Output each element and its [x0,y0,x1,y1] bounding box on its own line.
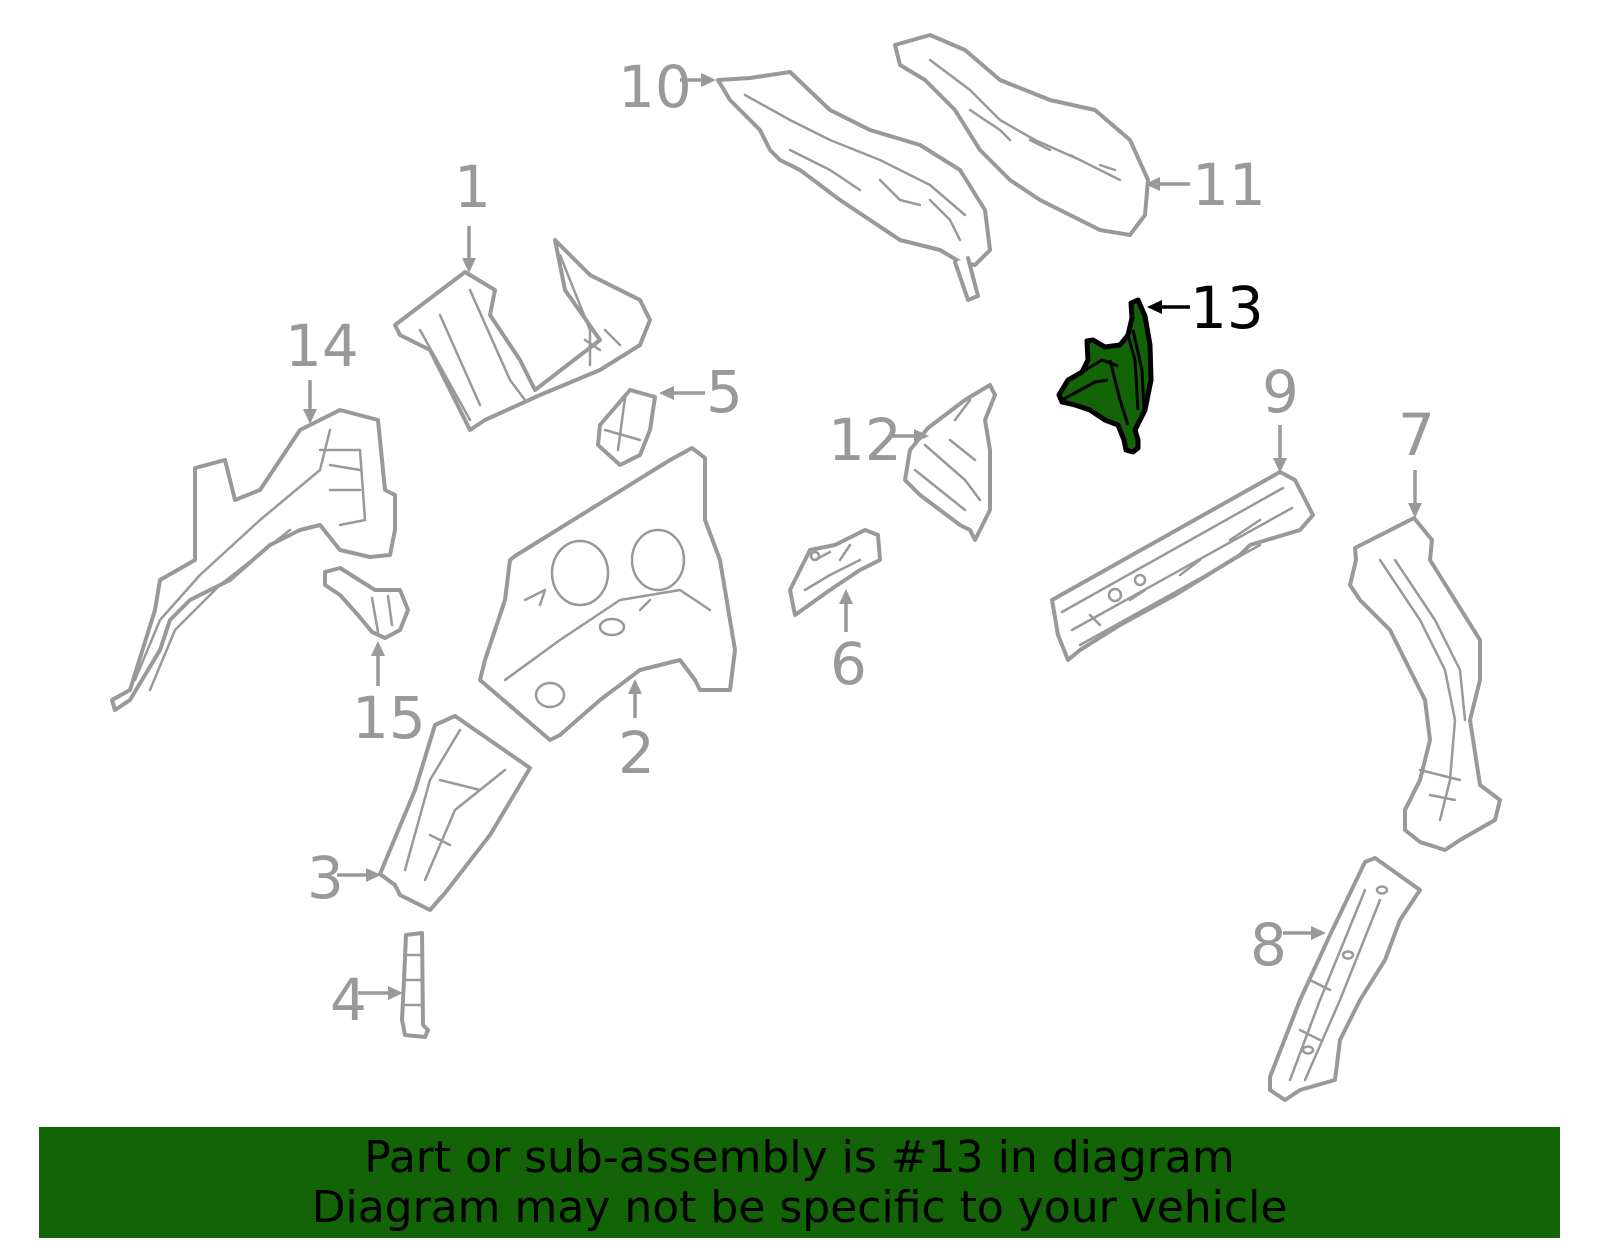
part-4[interactable] [400,931,430,1039]
svg-text:14: 14 [285,312,359,380]
callout-14[interactable]: 14 [285,312,359,424]
part-13-highlighted[interactable] [1056,297,1154,455]
part-12[interactable] [903,383,997,542]
part-9[interactable] [1050,470,1315,662]
svg-text:1: 1 [454,153,491,221]
callout-8[interactable]: 8 [1250,911,1326,979]
svg-text:10: 10 [618,53,692,121]
svg-text:9: 9 [1262,358,1299,426]
callout-13-highlighted[interactable]: 13 [1147,274,1264,342]
part-7[interactable] [1348,516,1502,852]
svg-text:6: 6 [830,630,867,698]
banner-line-disclaimer: Diagram may not be specific to your vehi… [311,1182,1288,1233]
part-3[interactable] [378,714,532,912]
callout-2[interactable]: 2 [618,679,655,787]
callout-4[interactable]: 4 [330,966,403,1034]
part-11[interactable] [893,33,1150,237]
part-8[interactable] [1268,856,1422,1102]
svg-text:3: 3 [307,844,344,912]
callout-15[interactable]: 15 [352,641,426,752]
svg-text:12: 12 [828,406,902,474]
callout-6[interactable]: 6 [830,589,867,698]
part-5[interactable] [596,388,657,467]
part-10[interactable] [716,70,992,302]
callout-1[interactable]: 1 [454,153,491,273]
info-banner: Part or sub-assembly is #13 in diagram D… [39,1127,1560,1238]
banner-line-part-info: Part or sub-assembly is #13 in diagram [364,1132,1235,1183]
svg-text:11: 11 [1192,151,1266,219]
part-1[interactable] [393,238,652,432]
svg-text:5: 5 [706,358,743,426]
svg-text:7: 7 [1398,401,1435,469]
svg-text:4: 4 [330,966,367,1034]
callout-7[interactable]: 7 [1398,401,1435,518]
part-15[interactable] [323,566,410,640]
callout-12[interactable]: 12 [828,406,929,474]
svg-text:8: 8 [1250,911,1287,979]
part-2[interactable] [478,446,737,742]
callout-3[interactable]: 3 [307,844,381,912]
callout-5[interactable]: 5 [659,358,743,426]
part-6[interactable] [788,528,882,617]
svg-text:15: 15 [352,684,426,752]
callout-11[interactable]: 11 [1145,151,1266,219]
callout-10[interactable]: 10 [618,53,716,121]
svg-text:2: 2 [618,719,655,787]
callout-9[interactable]: 9 [1262,358,1299,473]
part-14[interactable] [110,408,397,712]
svg-text:13: 13 [1190,274,1264,342]
